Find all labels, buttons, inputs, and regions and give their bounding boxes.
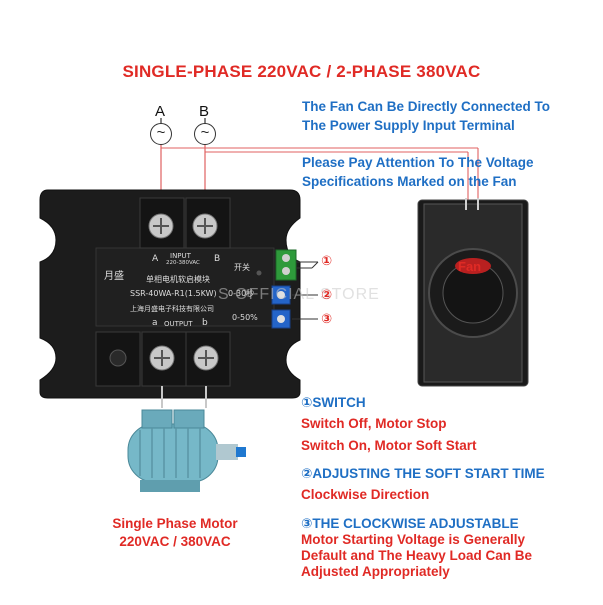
- voltage-note-line2: Specifications Marked on the Fan: [302, 174, 517, 189]
- feature-heading: ③THE CLOCKWISE ADJUSTABLE: [301, 516, 519, 531]
- feature-voltage-adjust: ③THE CLOCKWISE ADJUSTABLE Motor Starting…: [301, 516, 601, 580]
- phase-b-label: B: [199, 103, 210, 120]
- feature-switch: ①SWITCH Switch Off, Motor Stop Switch On…: [301, 395, 601, 455]
- phase-a-label: A: [155, 103, 166, 120]
- fan-label: Fan: [458, 259, 482, 274]
- terminal-a-label: A: [152, 254, 159, 264]
- brand-label: 月盛: [104, 271, 124, 282]
- motor-image: [127, 386, 246, 492]
- feature-line: Switch Off, Motor Stop: [301, 416, 447, 431]
- output-b-label: b: [202, 318, 208, 328]
- time-range-label: 0-30秒: [228, 289, 255, 298]
- input-label: INPUT: [170, 252, 191, 260]
- feature-line: Switch On, Motor Soft Start: [301, 438, 477, 453]
- feature-line: Motor Starting Voltage is Generally: [301, 532, 526, 547]
- output-label: OUTPUT: [164, 320, 193, 328]
- callout-1: ①: [321, 253, 333, 268]
- store-watermark: S OFFICIAL STORE: [218, 286, 380, 303]
- feature-line: Adjusted Appropriately: [301, 564, 450, 579]
- voltage-note-line1: Please Pay Attention To The Voltage: [302, 155, 534, 170]
- feature-heading: ①SWITCH: [301, 395, 366, 410]
- callout-2: ②: [321, 287, 333, 302]
- switch-terminal: [275, 249, 297, 281]
- voltage-range-label: 0-50%: [232, 313, 258, 322]
- callout-3: ③: [321, 311, 333, 326]
- soft-starter-module: [39, 189, 301, 399]
- fan-image: [417, 198, 529, 387]
- output-a-label: a: [152, 318, 158, 328]
- switch-label: 开关: [234, 263, 250, 272]
- page-title: SINGLE-PHASE 220VAC / 2-PHASE 380VAC: [122, 62, 481, 81]
- feature-line: Default and The Heavy Load Can Be: [301, 548, 533, 563]
- ac-symbol-b: ~: [194, 123, 216, 145]
- fan-note-line2: The Power Supply Input Terminal: [302, 118, 515, 133]
- feature-line: Clockwise Direction: [301, 487, 430, 502]
- motor-caption-line2: 220VAC / 380VAC: [119, 534, 231, 549]
- feature-heading: ②ADJUSTING THE SOFT START TIME: [301, 466, 545, 481]
- motor-caption-line1: Single Phase Motor: [112, 516, 238, 531]
- ac-symbol-a: ~: [150, 123, 172, 145]
- company-label: 上海月盛电子科技有限公司: [130, 305, 214, 313]
- model-label: SSR-40WA-R1(1.5KW): [130, 289, 217, 298]
- device-description: 单相电机软启模块: [146, 275, 210, 284]
- terminal-b-label: B: [214, 254, 221, 264]
- feature-soft-start-time: ②ADJUSTING THE SOFT START TIME Clockwise…: [301, 466, 601, 504]
- fan-note-line1: The Fan Can Be Directly Connected To: [302, 99, 551, 114]
- input-voltage: 220-380VAC: [166, 260, 200, 266]
